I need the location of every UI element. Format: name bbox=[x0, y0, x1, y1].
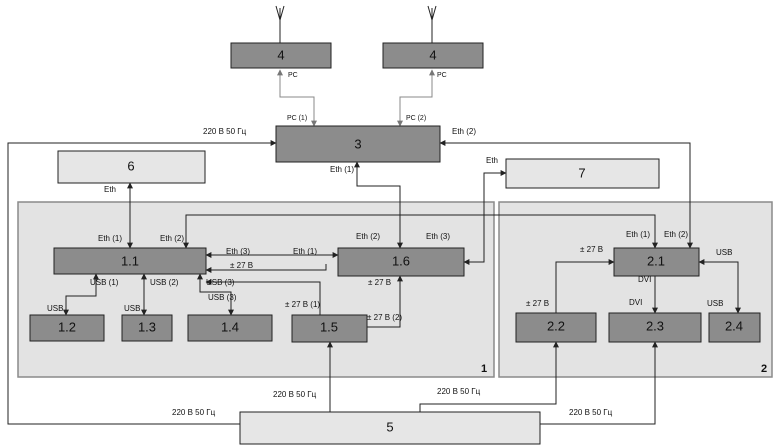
rc-label: РС bbox=[437, 72, 447, 79]
svg-text:1.2: 1.2 bbox=[58, 319, 76, 334]
block-2-3: 2.3 bbox=[609, 313, 701, 342]
svg-text:2.1: 2.1 bbox=[647, 253, 665, 268]
usb-label: USB bbox=[707, 299, 723, 308]
eth2-label: Eth (2) bbox=[452, 127, 476, 136]
group-1-label: 1 bbox=[481, 363, 487, 375]
svg-text:1.4: 1.4 bbox=[221, 319, 239, 334]
pm27-label: ± 27 В bbox=[230, 261, 253, 270]
pm27-label: ± 27 В bbox=[368, 278, 391, 287]
block-1-5: 1.5 bbox=[292, 315, 367, 342]
usb1-label: USB (1) bbox=[90, 278, 119, 287]
eth3-label: Eth (3) bbox=[426, 232, 450, 241]
eth1-label: Eth (1) bbox=[98, 234, 122, 243]
svg-text:2.4: 2.4 bbox=[725, 318, 743, 333]
pm27-label: ± 27 В bbox=[580, 245, 603, 254]
power-label: 220 В 50 Гц bbox=[437, 387, 481, 396]
usb3-label: USB (3) bbox=[206, 278, 235, 287]
block-1-2: 1.2 bbox=[30, 315, 104, 341]
block-6: 6 bbox=[58, 151, 205, 183]
block-2-4: 2.4 bbox=[709, 313, 760, 342]
block-2-1: 2.1 bbox=[614, 248, 699, 276]
rc2-label: РС (2) bbox=[406, 115, 426, 122]
group-1-container bbox=[18, 202, 494, 377]
eth-label: Eth bbox=[104, 185, 116, 194]
eth3-label: Eth (3) bbox=[226, 247, 250, 256]
svg-text:1.6: 1.6 bbox=[392, 253, 410, 268]
block-4-left: 4 bbox=[231, 43, 331, 68]
block-1-1: 1.1 bbox=[54, 248, 206, 274]
block-1-6: 1.6 bbox=[338, 248, 464, 276]
svg-text:7: 7 bbox=[578, 165, 585, 180]
power-label: 220 В 50 Гц bbox=[172, 408, 216, 417]
dvi-label: DVI bbox=[638, 275, 651, 284]
svg-text:1.5: 1.5 bbox=[320, 319, 338, 334]
block-7: 7 bbox=[506, 159, 659, 188]
svg-text:6: 6 bbox=[127, 158, 134, 173]
rc1-label: РС (1) bbox=[287, 115, 307, 122]
svg-text:4: 4 bbox=[429, 47, 436, 62]
usb3-label: USB (3) bbox=[208, 293, 237, 302]
usb-label: USB bbox=[716, 248, 732, 257]
usb-label: USB bbox=[124, 304, 140, 313]
svg-text:2.3: 2.3 bbox=[646, 318, 664, 333]
svg-text:3: 3 bbox=[354, 136, 361, 151]
block-3: 3 bbox=[276, 126, 440, 162]
block-1-3: 1.3 bbox=[122, 315, 172, 341]
power-label: 220 В 50 Гц bbox=[203, 127, 247, 136]
pm27-label: ± 27 В bbox=[526, 299, 549, 308]
group-2-label: 2 bbox=[761, 363, 767, 375]
eth-label: Eth bbox=[486, 156, 498, 165]
svg-text:2.2: 2.2 bbox=[547, 318, 565, 333]
usb-label: USB bbox=[47, 304, 63, 313]
block-4-right: 4 bbox=[383, 43, 483, 68]
power-label: 220 В 50 Гц bbox=[569, 408, 613, 417]
block-1-4: 1.4 bbox=[188, 315, 272, 341]
pm27-2-label: ± 27 В (2) bbox=[367, 313, 402, 322]
antenna-icon bbox=[428, 6, 436, 43]
group-2-container bbox=[499, 202, 772, 377]
eth1-label: Eth (1) bbox=[330, 165, 354, 174]
svg-text:4: 4 bbox=[277, 47, 284, 62]
block-5: 5 bbox=[240, 412, 540, 444]
dvi-label: DVI bbox=[629, 298, 642, 307]
pm27-1-label: ± 27 В (1) bbox=[285, 300, 320, 309]
block-2-2: 2.2 bbox=[516, 313, 596, 342]
power-label: 220 В 50 Гц bbox=[273, 390, 317, 399]
eth2-label: Eth (2) bbox=[356, 232, 380, 241]
eth2-label: Eth (2) bbox=[160, 234, 184, 243]
antenna-icon bbox=[276, 6, 284, 43]
svg-text:1.3: 1.3 bbox=[138, 319, 156, 334]
eth2-label: Eth (2) bbox=[664, 230, 688, 239]
svg-text:5: 5 bbox=[386, 419, 393, 434]
eth1-label: Eth (1) bbox=[626, 230, 650, 239]
usb2-label: USB (2) bbox=[150, 278, 179, 287]
rc-label: РС bbox=[288, 72, 298, 79]
svg-text:1.1: 1.1 bbox=[121, 253, 139, 268]
eth1-label: Eth (1) bbox=[293, 247, 317, 256]
